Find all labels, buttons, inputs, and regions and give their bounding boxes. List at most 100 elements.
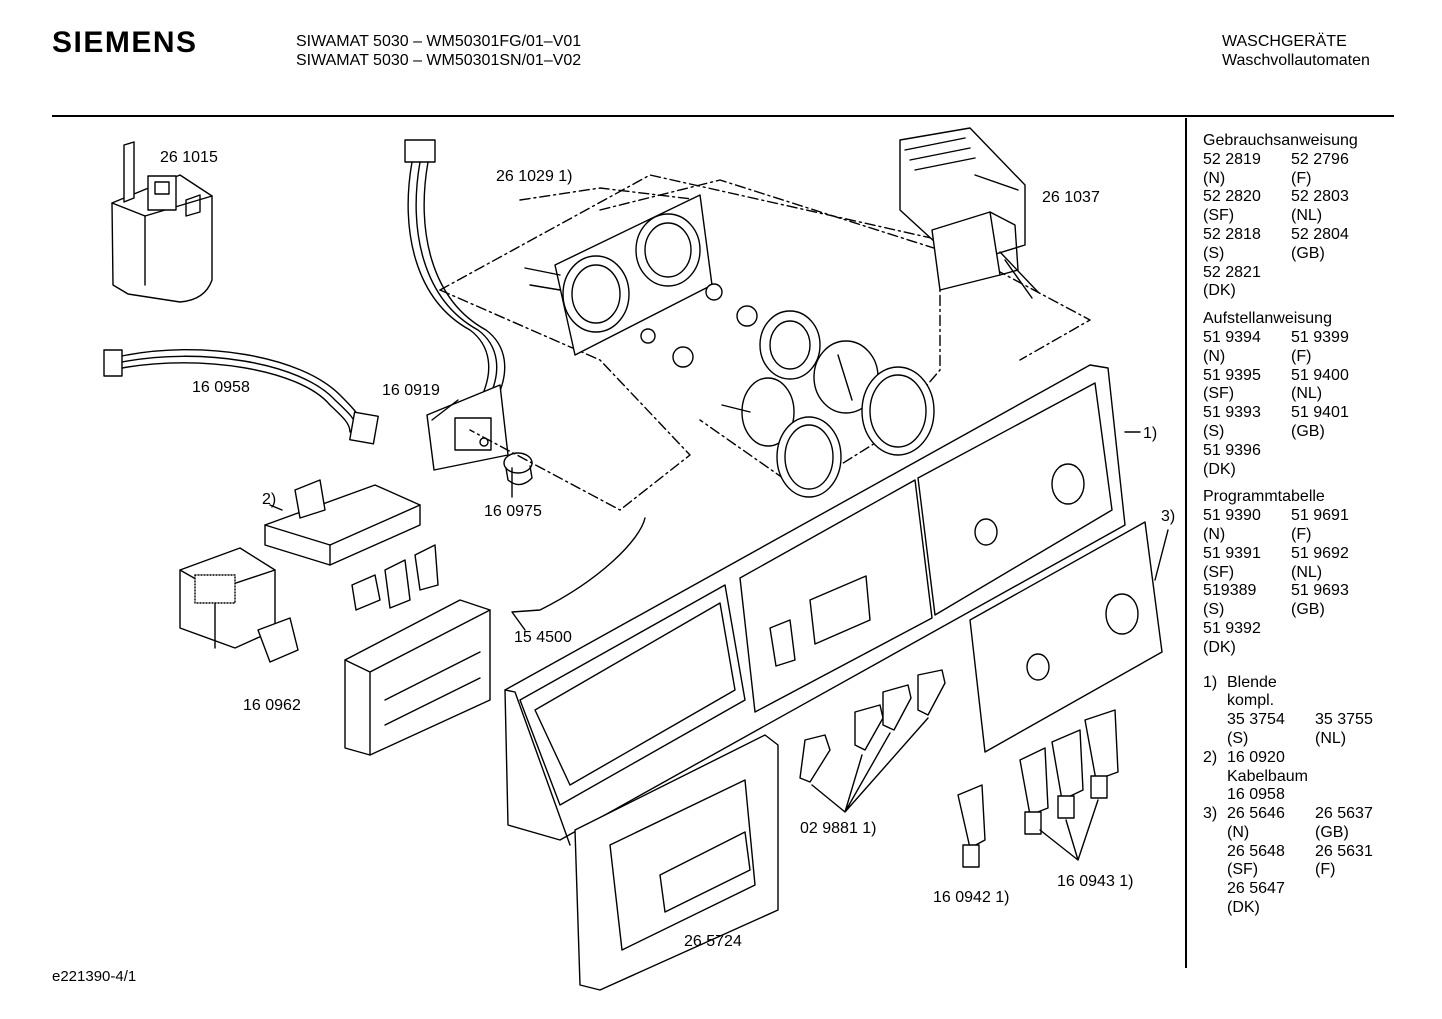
part-window-3	[969, 521, 1169, 753]
part-cable-160958	[103, 349, 379, 445]
doc-number-row: (S)(GB)	[1203, 423, 1373, 442]
doc-number: 51 9393	[1203, 404, 1261, 422]
doc-number: (N)	[1203, 525, 1226, 543]
doc-number: (S)	[1203, 601, 1225, 619]
doc-number: (NL)	[1291, 207, 1323, 225]
doc-number-row: (N) (F)	[1203, 170, 1373, 189]
doc-number: (GB)	[1291, 244, 1325, 262]
footnote-cell	[1203, 824, 1227, 843]
footnote-cell: (DK)	[1227, 899, 1260, 917]
doc-number-row: (SF) (NL)	[1203, 207, 1373, 226]
doc-number-row: (N)(F)	[1203, 526, 1373, 545]
footnote-cell: 26 5637	[1315, 805, 1373, 823]
footnote-cell: 16 0920	[1227, 748, 1285, 766]
doc-number-row: 52 2820 52 2803	[1203, 188, 1373, 207]
label-blende-1: 1)	[1143, 425, 1157, 442]
doc-number: (N)	[1203, 347, 1226, 365]
doc-number: (DK)	[1203, 638, 1236, 656]
part-wire-154500	[511, 517, 646, 631]
header-divider	[52, 115, 1394, 117]
doc-number: 51 9396	[1203, 441, 1261, 459]
doc-number: 51 9400	[1291, 366, 1349, 384]
part-button-160942	[957, 784, 986, 868]
label-160962: 16 0962	[243, 697, 301, 714]
part-small-clips	[640, 283, 758, 368]
doc-number: (S)	[1203, 244, 1225, 262]
doc-number: (SF)	[1203, 563, 1235, 581]
doc-number: 51 9692	[1291, 544, 1349, 562]
doc-section-title: Programmtabelle	[1203, 488, 1325, 506]
footnote-cell	[1203, 880, 1227, 899]
doc-number: 52 2804	[1291, 225, 1349, 243]
doc-number: (S)	[1203, 422, 1225, 440]
footnote-cell: (NL)	[1315, 729, 1347, 747]
doc-number: 51 9399	[1291, 328, 1349, 346]
doc-number: 519389	[1203, 582, 1257, 600]
label-160942: 16 0942 1)	[933, 889, 1010, 906]
doc-number: (F)	[1291, 169, 1312, 187]
part-frame-261029	[524, 194, 713, 356]
label-160958: 16 0958	[192, 379, 250, 396]
doc-number: (N)	[1203, 169, 1226, 187]
part-harness-2	[264, 479, 439, 611]
footnote-cell: Kabelbaum	[1227, 767, 1308, 785]
part-drawer-265724	[574, 734, 779, 991]
doc-number: (SF)	[1203, 207, 1235, 225]
doc-number-row: 52 2821	[1203, 264, 1373, 283]
doc-number: 51 9391	[1203, 544, 1261, 562]
part-buttons-160943	[1019, 709, 1119, 861]
footnote-cell: 3)	[1203, 805, 1218, 823]
leader-lines	[269, 399, 1141, 511]
doc-number-row: (DK)	[1203, 639, 1373, 658]
footnote-row: 16 0958	[1203, 786, 1373, 805]
doc-number: 51 9390	[1203, 507, 1261, 525]
footnote-cell	[1203, 768, 1227, 787]
doc-number-row: 51 9391 51 9692	[1203, 545, 1373, 564]
doc-number: (DK)	[1203, 460, 1236, 478]
doc-number: (NL)	[1291, 563, 1323, 581]
doc-number-row: 51 9395 51 9400	[1203, 367, 1373, 386]
footnote-cell: 26 5631	[1315, 842, 1373, 860]
footnote-cell: 2)	[1203, 748, 1218, 766]
footnote-cell: 1)	[1203, 673, 1218, 691]
doc-number: (NL)	[1291, 385, 1323, 403]
category-subtitle: Waschvollautomaten	[1222, 52, 1370, 69]
doc-number: 52 2803	[1291, 188, 1349, 206]
doc-number: 52 2818	[1203, 225, 1261, 243]
label-261037: 26 1037	[1042, 189, 1100, 206]
label-261029: 26 1029 1)	[496, 168, 573, 185]
label-160975: 16 0975	[484, 503, 542, 520]
doc-number: 51 9693	[1291, 582, 1349, 600]
part-knob-160975	[503, 452, 533, 486]
doc-number: 52 2820	[1203, 188, 1261, 206]
doc-number-row: (DK)	[1203, 461, 1373, 480]
doc-number: (GB)	[1291, 601, 1325, 619]
footnote-cell: (GB)	[1315, 823, 1349, 841]
footnote-cell: 35 3755	[1315, 711, 1373, 729]
doc-number-row: (N)(F)	[1203, 348, 1373, 367]
label-261015: 26 1015	[160, 149, 218, 166]
label-window-3: 3)	[1161, 508, 1175, 525]
doc-number-row: (S) (GB)	[1203, 245, 1373, 264]
footnote-row: 26 5648 26 5631	[1203, 843, 1373, 862]
part-suppressor-261015	[111, 141, 213, 303]
doc-number-row: (SF)(NL)	[1203, 385, 1373, 404]
label-029881: 02 9881 1)	[800, 820, 877, 837]
part-programmer-261037	[899, 127, 1039, 299]
drawing-code: e221390-4/1	[52, 968, 137, 985]
part-switch-160962	[179, 547, 299, 663]
doc-number-row: 51 9396	[1203, 442, 1373, 461]
part-clips-029881	[799, 669, 946, 813]
footnote-cell	[1203, 730, 1227, 749]
doc-number: 51 9395	[1203, 366, 1261, 384]
footnote-cell: (F)	[1315, 861, 1336, 879]
label-160919: 16 0919	[382, 382, 440, 399]
footnote-cell: 26 5648	[1227, 842, 1285, 860]
